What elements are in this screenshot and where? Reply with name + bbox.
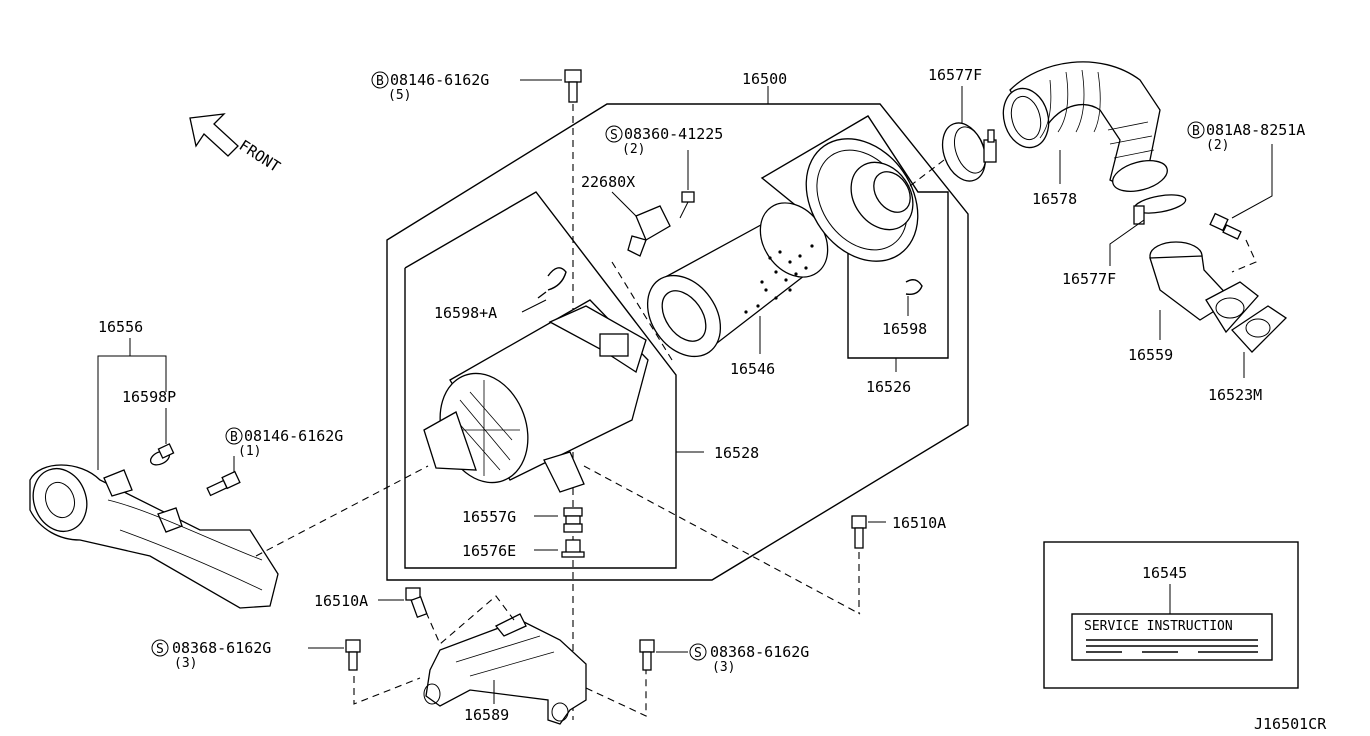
assembly-16528-outline	[404, 191, 677, 569]
svg-text:B: B	[1192, 124, 1200, 139]
air-inlet-duct	[1002, 61, 1168, 192]
service-box-frame	[1043, 541, 1299, 689]
diagram-id: J16501CR	[1254, 715, 1327, 733]
part-16559: 16559	[1128, 346, 1173, 364]
part-08146-top-qty: (5)	[388, 88, 411, 103]
collar-16576E	[561, 539, 585, 558]
svg-text:S: S	[156, 642, 164, 657]
service-label	[1071, 613, 1273, 661]
dashed-081A8	[1231, 239, 1257, 273]
part-08368-left-qty: (3)	[174, 656, 197, 671]
part-08360-qty: (2)	[622, 142, 645, 157]
bolt-16510A-right	[851, 515, 867, 549]
part-16598A: 16598+A	[434, 304, 497, 322]
svg-text:S: S	[694, 646, 702, 661]
part-16556: 16556	[98, 318, 143, 336]
dashed-bracket-top	[425, 595, 515, 645]
bolt-081A8	[1209, 212, 1242, 240]
svg-text:B: B	[376, 74, 384, 89]
part-08360-code: 08360-41225	[624, 125, 723, 143]
screw-08360	[679, 191, 695, 219]
part-16510A-right: 16510A	[892, 514, 946, 532]
bolt-08146-mid	[206, 470, 241, 497]
hose-clamp-top	[941, 122, 997, 182]
dashed-bracket-right	[585, 670, 647, 717]
part-16526: 16526	[866, 378, 911, 396]
part-081A8-code: 081A8-8251A	[1206, 121, 1305, 139]
part-16546: 16546	[730, 360, 775, 378]
part-16545: 16545	[1142, 564, 1187, 582]
part-16577F-top: 16577F	[928, 66, 982, 84]
bolt-top	[564, 69, 582, 103]
dashed-bracket-left	[353, 676, 421, 705]
part-081A8-qty: (2)	[1206, 138, 1229, 153]
part-22680X: 22680X	[581, 173, 635, 191]
leader-16556-bracket	[97, 355, 167, 470]
screw-08368-left	[345, 639, 361, 671]
gasket-16523M	[1231, 305, 1288, 353]
grommet-16557G	[563, 507, 583, 533]
part-08146-mid-code: 08146-6162G	[244, 427, 343, 445]
bolt-b-symbol-081A8: B	[1187, 121, 1205, 139]
part-16598: 16598	[882, 320, 927, 338]
screw-08368-right	[639, 639, 655, 671]
screw-s-symbol-08368-left: S	[151, 639, 169, 657]
intake-elbow	[1149, 241, 1259, 334]
front-label: FRONT	[236, 136, 284, 176]
part-16589: 16589	[464, 706, 509, 724]
part-16576E: 16576E	[462, 542, 516, 560]
assembly-16526-outline	[760, 115, 949, 359]
bolt-b-symbol-mid: B	[225, 427, 243, 445]
bolt-b-symbol-top: B	[371, 71, 389, 89]
resonator-duct	[29, 464, 279, 609]
mass-air-flow-sensor	[627, 205, 671, 257]
part-16510A-left: 16510A	[314, 592, 368, 610]
dashed-case-bolt	[583, 465, 861, 615]
part-08368-right-code: 08368-6162G	[710, 643, 809, 661]
dashed-duct-case	[255, 465, 429, 557]
hose-clamp-lower	[1133, 194, 1187, 225]
plug-16598P	[149, 443, 175, 466]
screw-s-symbol-08360: S	[605, 125, 623, 143]
assembly-16500-outline	[386, 103, 969, 581]
part-16577F-lower: 16577F	[1062, 270, 1116, 288]
leader-081A8	[1231, 144, 1273, 219]
part-16557G: 16557G	[462, 508, 516, 526]
part-08368-right-qty: (3)	[712, 660, 735, 675]
air-filter-element	[646, 202, 829, 358]
bolt-16510A-left	[405, 587, 428, 619]
clip-16598	[905, 279, 923, 296]
svg-text:S: S	[610, 128, 618, 143]
air-cleaner-lower-case	[423, 299, 649, 493]
part-16528: 16528	[714, 444, 759, 462]
clip-16598A	[537, 267, 567, 299]
front-arrow-icon	[189, 113, 239, 157]
part-16500: 16500	[742, 70, 787, 88]
air-cleaner-cover	[805, 138, 919, 262]
dashed-cover-clamp	[909, 159, 945, 187]
leader-16577F-lower	[1109, 219, 1145, 266]
leader-22680X	[611, 191, 639, 219]
service-label-lines	[1086, 639, 1258, 653]
part-08146-top-code: 08146-6162G	[390, 71, 489, 89]
service-instruction-text: SERVICE INSTRUCTION	[1084, 619, 1233, 634]
part-08368-left-code: 08368-6162G	[172, 639, 271, 657]
part-16578: 16578	[1032, 190, 1077, 208]
svg-text:B: B	[230, 430, 238, 445]
part-16598P: 16598P	[122, 388, 176, 406]
part-08146-mid-qty: (1)	[238, 444, 261, 459]
leader-16598A	[521, 299, 547, 313]
mounting-bracket	[423, 613, 587, 725]
part-16523M: 16523M	[1208, 386, 1262, 404]
screw-s-symbol-08368-right: S	[689, 643, 707, 661]
